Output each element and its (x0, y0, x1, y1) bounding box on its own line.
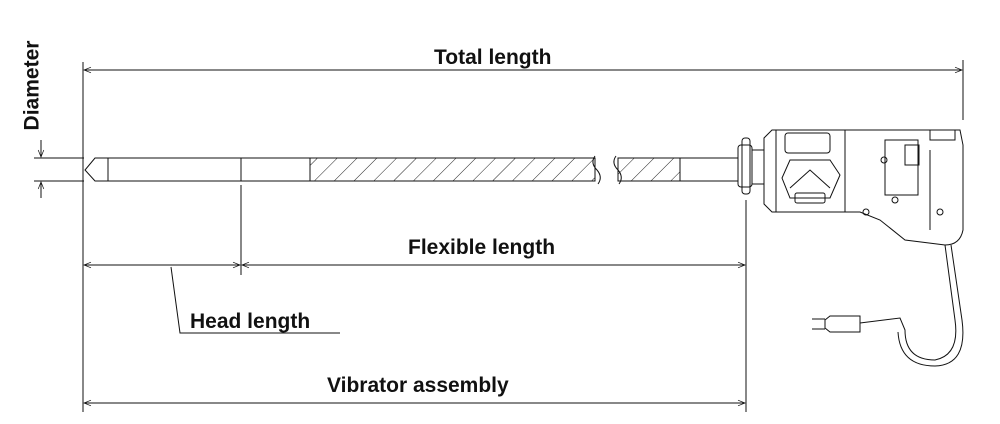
coupling-tube (679, 157, 739, 182)
power-plug (824, 315, 861, 333)
total-length-label: Total length (434, 46, 552, 69)
break-mark-right (613, 155, 622, 185)
head-length-label: Head length (190, 310, 311, 333)
flexible-hose (309, 157, 596, 182)
power-cord (859, 244, 957, 361)
flexible-length-label: Flexible length (408, 236, 556, 259)
head-length-leader (170, 266, 340, 334)
flexible-hose-end (617, 157, 681, 182)
vibrator-assembly-label: Vibrator assembly (327, 374, 509, 397)
break-mark-left (592, 155, 601, 185)
diameter-label: Diameter (20, 40, 44, 131)
motor-unit (737, 129, 964, 246)
vibrator-head (84, 157, 311, 182)
